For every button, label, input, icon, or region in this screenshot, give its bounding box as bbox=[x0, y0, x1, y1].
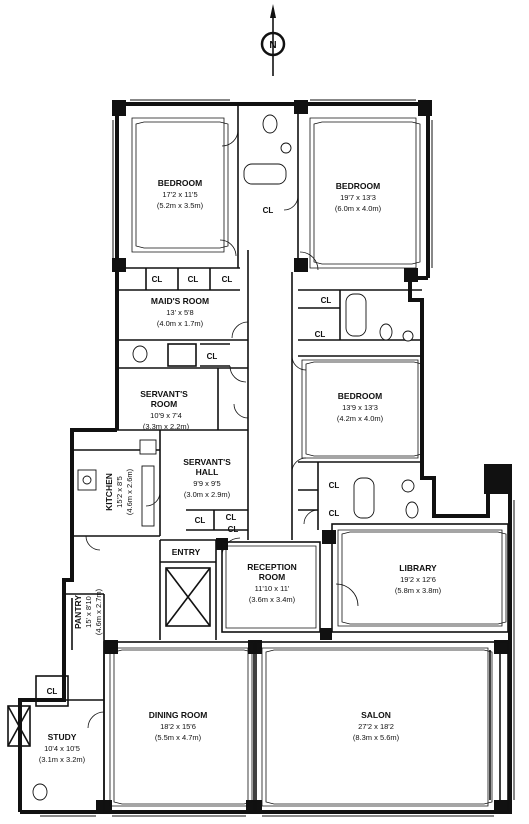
room-bedroom-e: BEDROOM 13'9 x 13'3 (4.2m x 4.0m) bbox=[337, 391, 384, 423]
bathroom-fixtures bbox=[32, 114, 419, 801]
room-dimensions-m: (4.6m x 2.6m) bbox=[125, 468, 134, 515]
room-dimensions-m: (5.5m x 4.7m) bbox=[155, 733, 202, 742]
room-name: LIBRARY bbox=[399, 563, 437, 573]
room-dimensions-ft: 19'7 x 13'3 bbox=[340, 193, 376, 202]
room-dimensions-ft: 10'9 x 7'4 bbox=[150, 411, 182, 420]
room-maids-room: MAID'S ROOM 13' x 5'8 (4.0m x 1.7m) bbox=[151, 296, 209, 328]
room-dimensions-ft: 15' x 8'10 bbox=[84, 596, 93, 628]
room-name: SALON bbox=[361, 710, 391, 720]
room-dining: DINING ROOM 18'2 x 15'6 (5.5m x 4.7m) bbox=[149, 710, 208, 742]
interior-walls bbox=[7, 104, 509, 813]
room-dimensions-ft: 18'2 x 15'6 bbox=[160, 722, 196, 731]
room-name: BEDROOM bbox=[336, 181, 380, 191]
room-dimensions-m: (3.1m x 3.2m) bbox=[39, 755, 86, 764]
room-dimensions-m: (8.3m x 5.6m) bbox=[353, 733, 400, 742]
room-pantry: PANTRY 15' x 8'10 (4.6m x 2.7m) bbox=[73, 588, 103, 635]
room-dimensions-ft: 15'2 x 8'5 bbox=[115, 476, 124, 508]
room-dimensions-ft: 11'10 x 11' bbox=[255, 584, 290, 593]
closet-label: CL bbox=[315, 330, 326, 339]
closet-labels: CL CL CL CL CL CL CL CL CL CL CL CL CL bbox=[47, 206, 340, 696]
closet-label: CL bbox=[329, 509, 340, 518]
room-servants-room: SERVANT'S ROOM 10'9 x 7'4 (3.3m x 2.2m) bbox=[140, 389, 189, 431]
room-name: STUDY bbox=[48, 732, 77, 742]
closet-label: CL bbox=[207, 352, 218, 361]
compass-icon: N bbox=[260, 4, 286, 76]
room-dimensions-ft: 10'4 x 10'5 bbox=[44, 744, 80, 753]
room-entry: ENTRY bbox=[172, 547, 201, 557]
room-servants-hall: SERVANT'S HALL 9'9 x 9'5 (3.0m x 2.9m) bbox=[183, 457, 231, 499]
room-dimensions-ft: 19'2 x 12'6 bbox=[400, 575, 436, 584]
room-bedroom-nw: BEDROOM 17'2 x 11'5 (5.2m x 3.5m) bbox=[157, 178, 204, 210]
room-kitchen: KITCHEN 15'2 x 8'5 (4.6m x 2.6m) bbox=[104, 468, 134, 515]
room-dimensions-ft: 17'2 x 11'5 bbox=[162, 190, 197, 199]
room-name: PANTRY bbox=[73, 595, 83, 629]
room-name: MAID'S ROOM bbox=[151, 296, 209, 306]
closet-label: CL bbox=[222, 275, 233, 284]
room-dimensions-ft: 9'9 x 9'5 bbox=[193, 479, 220, 488]
room-name: BEDROOM bbox=[338, 391, 382, 401]
room-salon: SALON 27'2 x 18'2 (8.3m x 5.6m) bbox=[353, 710, 400, 742]
room-dimensions-ft: 13' x 5'8 bbox=[166, 308, 193, 317]
closet-label: CL bbox=[329, 481, 340, 490]
room-name: DINING ROOM bbox=[149, 710, 208, 720]
room-study: STUDY 10'4 x 10'5 (3.1m x 3.2m) bbox=[39, 732, 86, 764]
closet-label: CL bbox=[152, 275, 163, 284]
room-library: LIBRARY 19'2 x 12'6 (5.8m x 3.8m) bbox=[395, 563, 442, 595]
windows bbox=[40, 99, 515, 817]
room-name-line2: HALL bbox=[196, 467, 219, 477]
kitchen-fixtures bbox=[77, 439, 157, 527]
room-name-line1: SERVANT'S bbox=[183, 457, 231, 467]
closet-label: CL bbox=[226, 513, 237, 522]
compass-north-label: N bbox=[269, 40, 276, 51]
room-dimensions-m: (3.3m x 2.2m) bbox=[143, 422, 190, 431]
room-bedroom-ne: BEDROOM 19'7 x 13'3 (6.0m x 4.0m) bbox=[335, 181, 382, 213]
room-name: BEDROOM bbox=[158, 178, 202, 188]
room-dimensions-m: (4.2m x 4.0m) bbox=[337, 414, 384, 423]
closet-label: CL bbox=[263, 206, 274, 215]
closet-label: CL bbox=[228, 525, 239, 534]
room-name-line1: RECEPTION bbox=[247, 562, 297, 572]
room-name: ENTRY bbox=[172, 547, 201, 557]
room-dimensions-ft: 27'2 x 18'2 bbox=[358, 722, 394, 731]
room-paneling bbox=[109, 117, 507, 807]
room-dimensions-m: (3.6m x 3.4m) bbox=[249, 595, 296, 604]
room-dimensions-m: (3.0m x 2.9m) bbox=[184, 490, 231, 499]
closet-label: CL bbox=[188, 275, 199, 284]
room-dimensions-m: (4.6m x 2.7m) bbox=[94, 588, 103, 635]
room-dimensions-m: (5.2m x 3.5m) bbox=[157, 201, 204, 210]
room-name-line1: SERVANT'S bbox=[140, 389, 188, 399]
room-name: KITCHEN bbox=[104, 473, 114, 511]
closet-label: CL bbox=[47, 687, 58, 696]
room-name-line2: ROOM bbox=[259, 572, 285, 582]
door-swings bbox=[85, 129, 359, 729]
room-dimensions-m: (4.0m x 1.7m) bbox=[157, 319, 204, 328]
room-dimensions-ft: 13'9 x 13'3 bbox=[342, 403, 378, 412]
closet-label: CL bbox=[321, 296, 332, 305]
closet-label: CL bbox=[195, 516, 206, 525]
room-dimensions-m: (5.8m x 3.8m) bbox=[395, 586, 442, 595]
room-reception: RECEPTION ROOM 11'10 x 11' (3.6m x 3.4m) bbox=[247, 562, 297, 604]
room-name-line2: ROOM bbox=[151, 399, 177, 409]
room-dimensions-m: (6.0m x 4.0m) bbox=[335, 204, 382, 213]
